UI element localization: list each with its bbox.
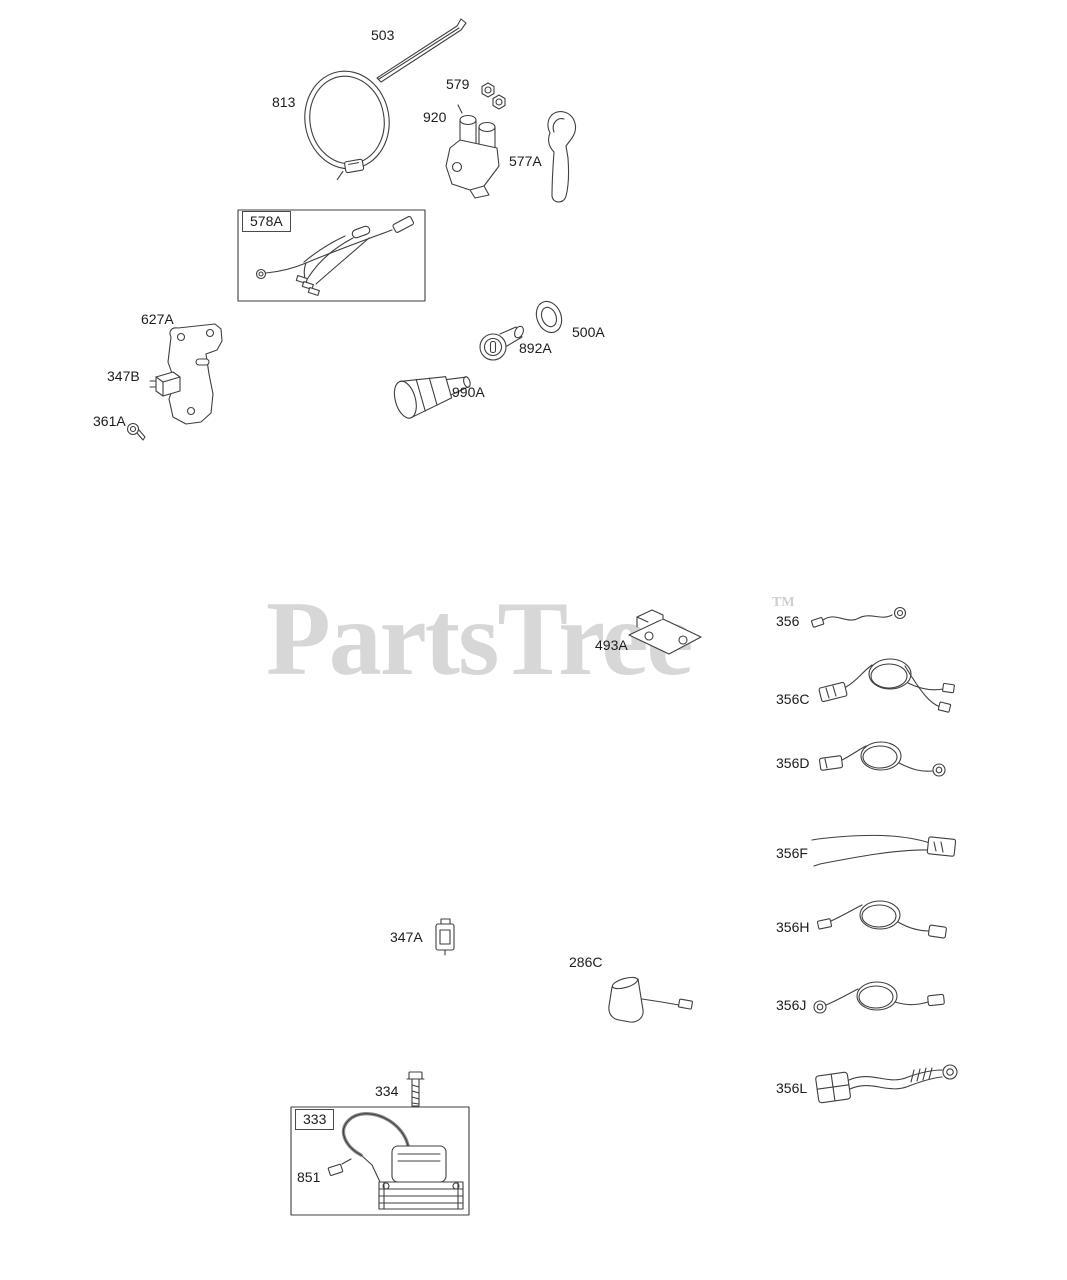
part-334-screw-drawing xyxy=(406,1071,425,1107)
callout-578A: 578A xyxy=(242,211,291,232)
callout-356L: 356L xyxy=(776,1080,808,1096)
callout-333: 333 xyxy=(295,1109,335,1130)
callout-851: 851 xyxy=(297,1169,321,1185)
callout-920: 920 xyxy=(423,109,447,125)
watermark-text: PartsTree xyxy=(266,580,693,697)
part-579-nuts-drawing xyxy=(481,82,506,110)
part-503-strap-drawing xyxy=(376,18,467,83)
part-356D-wire-drawing xyxy=(818,741,946,777)
part-333-box-outline xyxy=(290,1106,470,1216)
callout-990A: 990A xyxy=(452,384,485,400)
callout-356C: 356C xyxy=(776,691,810,707)
part-361A-screw-drawing xyxy=(126,422,146,441)
callout-627A: 627A xyxy=(141,311,174,327)
callout-579: 579 xyxy=(446,76,470,92)
callout-493A: 493A xyxy=(595,637,628,653)
part-286C-module-drawing xyxy=(608,976,693,1023)
part-577A-tube-drawing xyxy=(547,111,576,203)
callout-356F: 356F xyxy=(776,845,808,861)
part-333-ignition-coil-drawing xyxy=(341,1112,464,1210)
callout-286C: 286C xyxy=(569,954,603,970)
part-356C-wire-drawing xyxy=(818,658,955,713)
part-356H-wire-drawing xyxy=(816,900,947,939)
watermark-trademark-symbol: TM xyxy=(772,595,795,610)
part-578A-wiring-harness-drawing xyxy=(255,215,415,296)
callout-356: 356 xyxy=(776,613,800,629)
part-493A-bracket-drawing xyxy=(628,609,702,655)
part-356L-cable-drawing xyxy=(815,1064,958,1104)
callout-503: 503 xyxy=(371,27,395,43)
part-990A-funnel-drawing xyxy=(393,376,471,419)
part-920-solenoid-drawing xyxy=(445,104,500,199)
callout-334: 334 xyxy=(375,1083,399,1099)
part-892A-key-switch-drawing xyxy=(479,325,524,361)
callout-347B: 347B xyxy=(107,368,140,384)
part-356F-wires-drawing xyxy=(811,834,957,867)
callout-500A: 500A xyxy=(572,324,605,340)
part-627A-bracket-drawing xyxy=(167,323,223,425)
part-500A-grommet-drawing xyxy=(535,300,563,334)
callout-813: 813 xyxy=(272,94,296,110)
callout-361A: 361A xyxy=(93,413,126,429)
callout-577A: 577A xyxy=(509,153,542,169)
part-347A-switch-drawing xyxy=(435,918,455,956)
part-851-terminal-drawing xyxy=(327,1158,352,1176)
part-578A-box-outline xyxy=(237,209,426,302)
part-356J-wire-drawing xyxy=(813,981,945,1014)
callout-356D: 356D xyxy=(776,755,810,771)
part-813-hose-clamp-drawing xyxy=(304,70,390,181)
callout-347A: 347A xyxy=(390,929,423,945)
part-347B-switch-drawing xyxy=(149,371,181,397)
callout-892A: 892A xyxy=(519,340,552,356)
callout-356H: 356H xyxy=(776,919,810,935)
callout-356J: 356J xyxy=(776,997,807,1013)
part-356-wire-drawing xyxy=(811,606,907,628)
